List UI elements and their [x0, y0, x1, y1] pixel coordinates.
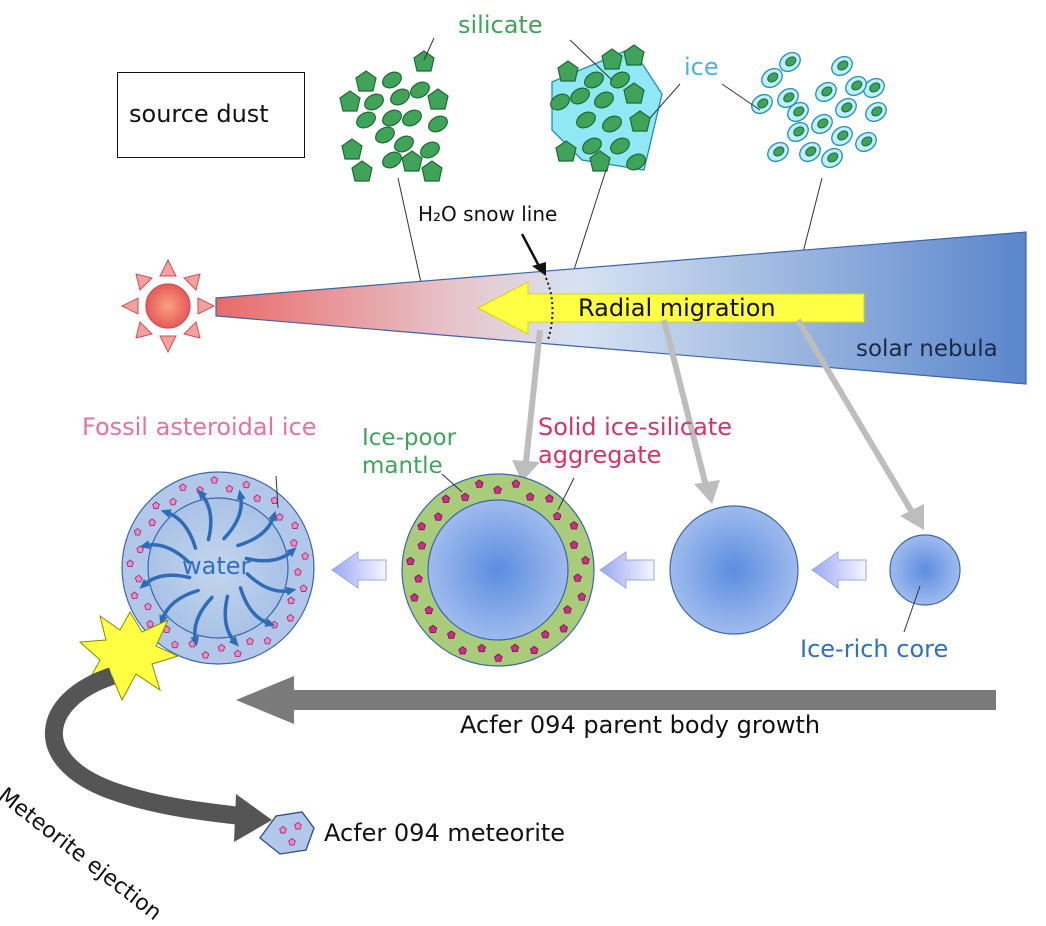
parent-body-growth-label: Acfer 094 parent body growth: [460, 711, 821, 739]
ice-coated-grain-cluster: [747, 48, 891, 172]
solid-aggregate-label-2: aggregate: [538, 441, 662, 469]
ice-poor-mantle-label-2: mantle: [362, 453, 443, 479]
water-flow-arrow-head: [264, 618, 276, 627]
migration-down-arrows: [523, 318, 915, 514]
source-dust-box: [117, 72, 305, 158]
source-dust-label: source dust: [129, 100, 269, 128]
water-flow-arrow-head: [286, 547, 297, 558]
snow-line-marker: [545, 277, 554, 341]
water-flow-arrow-head: [197, 489, 208, 500]
fossil-ice-label: Fossil asteroidal ice: [82, 413, 317, 441]
core-mantle-body: [401, 473, 595, 667]
impact-flash-icon: [78, 611, 180, 702]
water-label: water: [182, 552, 251, 580]
ice-rich-core-label: Ice-rich core: [800, 635, 949, 663]
aqueous-altered-body: [121, 471, 315, 665]
ice-label: ice: [684, 53, 719, 81]
silicate-label: silicate: [458, 11, 543, 39]
mantle-leader: [441, 473, 463, 493]
water-flow-arrow-head: [160, 509, 172, 518]
leader-lines-top: [397, 37, 823, 297]
water-flow-arrow-head: [139, 578, 150, 589]
water-flow-arrow-head: [285, 586, 297, 596]
solar-nebula-label: solar nebula: [856, 336, 998, 362]
ice-silicate-aggregate-cluster: [547, 44, 663, 174]
silicate-dust-cluster: [339, 50, 451, 182]
water-flow-arrow-head: [228, 636, 239, 647]
growth-step-arrows: [331, 551, 867, 589]
fossil-ice-leader: [275, 475, 279, 509]
parent-body-growth-arrow: [236, 676, 996, 724]
radial-migration-arrow: [476, 281, 865, 335]
meteorite-rock-icon: [259, 811, 315, 855]
core-leader: [903, 585, 921, 633]
water-flow-arrow-head: [139, 540, 151, 550]
radial-migration-label: Radial migration: [578, 294, 776, 322]
snow-line-pointer-head: [532, 262, 546, 276]
growing-core-body: [669, 505, 799, 635]
snow-line-label: H₂O snow line: [418, 202, 558, 226]
water-flow-arrow-head: [236, 489, 246, 501]
migration-down-arrow-heads: [512, 460, 924, 530]
ice-rich-core-body: [889, 534, 961, 606]
solid-aggregate-label-1: Solid ice-silicate: [538, 413, 732, 441]
meteorite-ejection-arrow-head: [234, 794, 272, 842]
sun-icon: [120, 258, 216, 354]
meteorite-ejection-arrow: [44, 667, 242, 825]
snow-line-pointer: [520, 233, 542, 269]
water-flow-arrow-head: [268, 510, 277, 522]
diagram-canvas: [44, 37, 1027, 855]
acfer-meteorite-label: Acfer 094 meteorite: [324, 819, 566, 847]
ice-poor-mantle-label-1: Ice-poor: [362, 425, 457, 451]
aggregate-leader: [557, 477, 575, 511]
water-flow-arrow-head: [190, 635, 200, 647]
